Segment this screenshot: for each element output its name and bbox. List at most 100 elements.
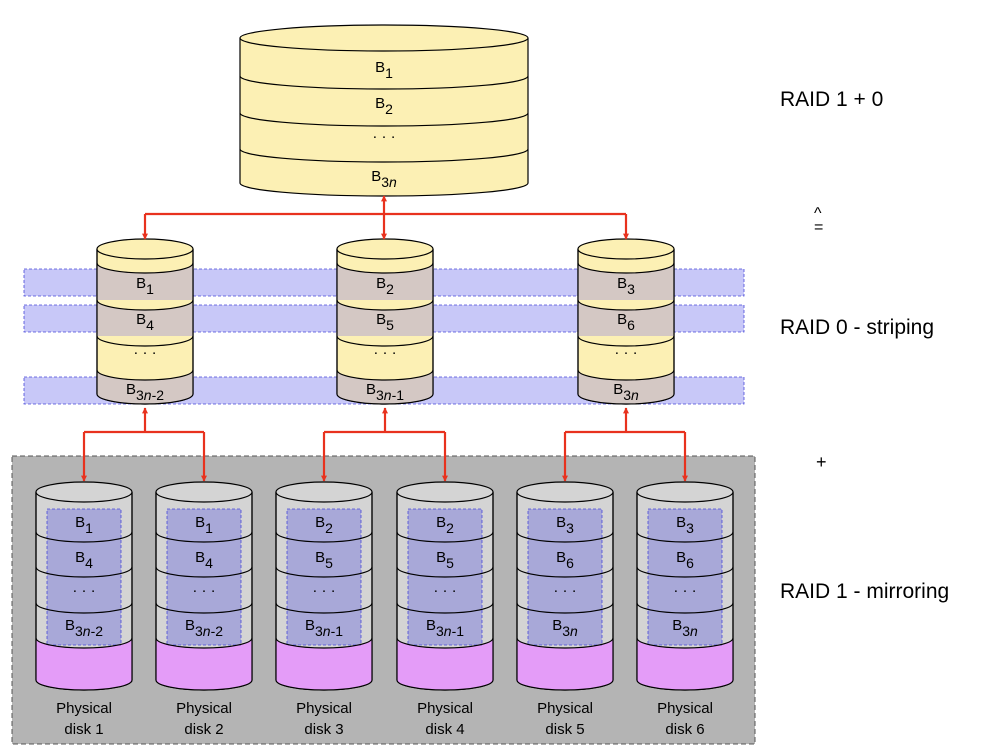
physical-block-label: B6 <box>556 549 574 571</box>
top-disk-divider <box>239 148 529 163</box>
physical-disk-divider <box>155 531 253 543</box>
physical-block-label: B3n-1 <box>305 617 343 639</box>
physical-block-label: · · · <box>312 582 335 599</box>
raid10-label: RAID 1 + 0 <box>780 88 883 111</box>
physical-disk-number: disk 6 <box>665 721 704 738</box>
physical-disk-number: disk 3 <box>304 721 343 738</box>
physical-disk-number: disk 4 <box>425 721 464 738</box>
physical-block-label: B5 <box>436 549 454 571</box>
physical-block-label: B3n-1 <box>426 617 464 639</box>
physical-disk-number: disk 2 <box>184 721 223 738</box>
physical-disk-divider <box>516 602 614 614</box>
physical-disk-divider <box>275 531 373 543</box>
physical-disk-divider <box>275 637 373 649</box>
physical-disk-divider <box>636 637 734 649</box>
physical-block-label: B2 <box>436 514 454 536</box>
top-disk-divider <box>239 75 529 90</box>
physical-disk-free-space <box>156 638 252 690</box>
top-disk-divider <box>239 112 529 127</box>
striping-disk-divider <box>96 369 194 381</box>
striping-disk-divider <box>336 262 434 274</box>
striping-block-label: B3n-1 <box>366 381 404 403</box>
physical-disk-divider <box>396 566 494 578</box>
physical-block-label: B4 <box>195 549 213 571</box>
physical-disk-lid <box>516 481 614 503</box>
equivalence-caret: ^ <box>814 205 822 222</box>
physical-disk-divider <box>516 637 614 649</box>
physical-disk-divider <box>155 637 253 649</box>
striping-disk-lid <box>336 238 434 260</box>
physical-block-label: · · · <box>192 582 215 599</box>
striping-block-label: · · · <box>133 344 156 361</box>
striping-disk-divider <box>577 262 675 274</box>
physical-disk-outline <box>275 492 373 691</box>
striping-disk-lid <box>96 238 194 260</box>
striping-block-label: B2 <box>376 275 394 297</box>
physical-disk-divider <box>35 531 133 543</box>
striping-disk-outline <box>336 249 434 405</box>
physical-block-label: · · · <box>673 582 696 599</box>
physical-disk-free-space <box>36 638 132 690</box>
striping-disk-divider <box>577 369 675 381</box>
physical-disk-outline <box>35 492 133 691</box>
physical-disk-divider <box>155 602 253 614</box>
striping-block-shade <box>337 370 433 404</box>
physical-disk-divider <box>636 602 734 614</box>
physical-block-label: B3n-2 <box>65 617 103 639</box>
striping-block-label: · · · <box>614 344 637 361</box>
physical-disk-divider <box>636 566 734 578</box>
physical-block-label: · · · <box>553 582 576 599</box>
physical-disk-divider <box>155 566 253 578</box>
physical-disk-lid <box>155 481 253 503</box>
physical-block-label: B3 <box>676 514 694 536</box>
raid0-label: RAID 0 - striping <box>780 316 934 339</box>
physical-disk-lid <box>636 481 734 503</box>
physical-block-label: B3 <box>556 514 574 536</box>
striping-block-label: B6 <box>617 311 635 333</box>
physical-disk-divider <box>35 602 133 614</box>
arrows <box>81 195 688 482</box>
striping-disk-divider <box>96 262 194 274</box>
physical-disk-divider <box>35 566 133 578</box>
physical-disk-caption: Physical <box>537 700 593 717</box>
physical-disk-lid <box>35 481 133 503</box>
physical-disk-divider <box>275 566 373 578</box>
physical-disk-lid <box>275 481 373 503</box>
physical-disk-number: disk 1 <box>64 721 103 738</box>
striping-block-label: · · · <box>373 344 396 361</box>
physical-block-label: · · · <box>72 582 95 599</box>
physical-disk-divider <box>396 637 494 649</box>
physical-disk-outline <box>636 492 734 691</box>
physical-disk-caption: Physical <box>417 700 473 717</box>
physical-disk-free-space <box>276 638 372 690</box>
physical-disk-caption: Physical <box>176 700 232 717</box>
physical-disk-free-space <box>397 638 493 690</box>
physical-disk-caption: Physical <box>56 700 112 717</box>
physical-disk-free-space <box>517 638 613 690</box>
top-block-label: · · · <box>372 128 395 145</box>
mirroring-panel <box>11 455 756 745</box>
striping-block-label: B3n <box>613 381 639 403</box>
physical-block-label: B5 <box>315 549 333 571</box>
physical-disk-outline <box>155 492 253 691</box>
striping-disk-divider <box>336 335 434 347</box>
striping-block-shade <box>578 370 674 404</box>
striping-block-shade <box>97 370 193 404</box>
top-block-label: B3n <box>371 168 397 190</box>
striping-disk-lid <box>577 238 675 260</box>
physical-disk-divider <box>275 602 373 614</box>
physical-block-label: B3n <box>552 617 578 639</box>
physical-disk-divider <box>35 637 133 649</box>
striping-disk-divider <box>336 299 434 311</box>
physical-disk-lid <box>396 481 494 503</box>
physical-block-label: B3n-2 <box>185 617 223 639</box>
striping-disk-divider <box>336 369 434 381</box>
physical-disk-divider <box>516 566 614 578</box>
top-disk-lid <box>239 24 529 52</box>
